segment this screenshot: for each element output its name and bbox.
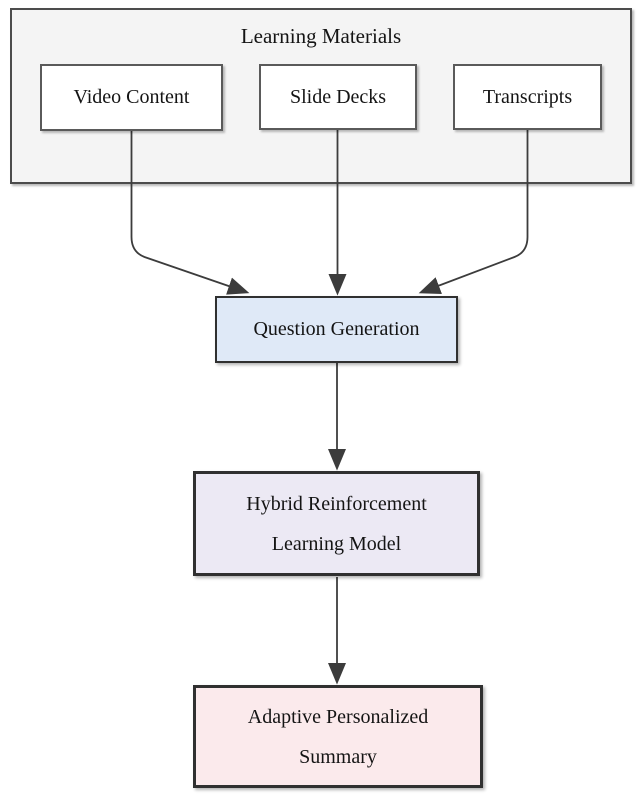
node-transcripts: Transcripts [453, 64, 602, 130]
node-hybrid-reinforcement-learning-model: Hybrid Reinforcement Learning Model [193, 471, 480, 576]
learning-materials-title: Learning Materials [240, 24, 402, 48]
node-slide-decks: Slide Decks [259, 64, 417, 130]
node-video-content: Video Content [40, 64, 223, 131]
node-adaptive-personalized-summary: Adaptive Personalized Summary [193, 685, 483, 788]
node-question-generation: Question Generation [215, 296, 458, 363]
